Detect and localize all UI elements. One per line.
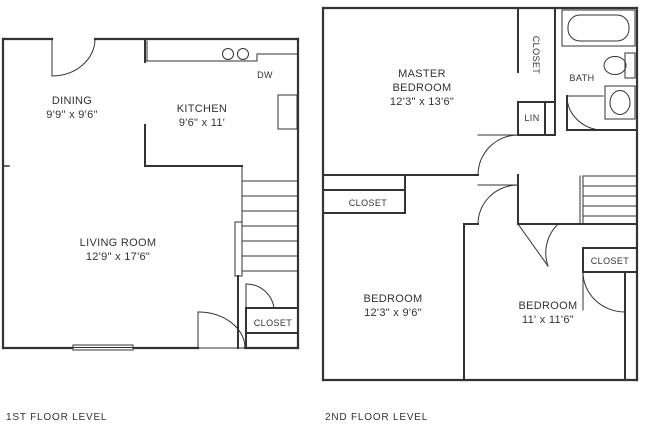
refrigerator-icon xyxy=(277,94,298,130)
bedroom-1-size: 12'3" x 9'6" xyxy=(364,307,422,319)
living-room-size: 12'9" x 17'6" xyxy=(86,251,150,263)
dishwasher-label: DW xyxy=(257,70,273,80)
toilet-icon xyxy=(603,52,636,79)
linen-closet-label: LIN xyxy=(524,113,539,123)
master-closet-walls xyxy=(517,7,556,136)
second-floor-exterior-walls xyxy=(321,6,639,382)
kitchen-size: 9'6" x 11' xyxy=(179,117,225,129)
bedroom-doors xyxy=(477,184,559,267)
sink-icon xyxy=(604,85,636,120)
master-closet-label: CLOSET xyxy=(531,36,541,75)
right-closet-door xyxy=(582,271,626,313)
dining-size: 9'9" x 9'6" xyxy=(46,109,97,121)
first-floor-closet-label: CLOSET xyxy=(254,318,293,328)
master-bedroom-walls xyxy=(322,7,556,186)
master-door xyxy=(477,134,519,176)
bedroom-walls xyxy=(463,184,581,381)
bedroom-1-label: BEDROOM xyxy=(364,293,423,305)
first-floor-plan xyxy=(1,37,300,351)
closet-door xyxy=(245,283,275,309)
bath-label: BATH xyxy=(570,73,595,83)
first-floor-level-label: 1ST FLOOR LEVEL xyxy=(6,412,107,423)
bedroom-2-label: BEDROOM xyxy=(519,300,578,312)
first-floor-exterior-walls xyxy=(1,37,300,350)
right-closet-label: CLOSET xyxy=(591,256,630,266)
master-bedroom-size: 12'3" x 13'6" xyxy=(390,96,454,108)
second-floor-level-label: 2ND FLOOR LEVEL xyxy=(325,412,428,423)
bedroom-2-size: 11' x 11'6" xyxy=(522,314,574,326)
master-bedroom-label-line2: BEDROOM xyxy=(393,82,452,94)
kitchen-label: KITCHEN xyxy=(177,103,227,115)
dining-label: DINING xyxy=(52,95,92,107)
bathtub-icon xyxy=(561,9,636,47)
master-bedroom-label-line1: MASTER xyxy=(398,68,446,80)
front-door xyxy=(197,311,246,349)
second-floor-plan xyxy=(321,6,639,382)
living-room-label: LIVING ROOM xyxy=(80,237,157,249)
right-closet-walls xyxy=(579,223,638,381)
hall-closet-label: CLOSET xyxy=(349,198,388,208)
kitchen-walls xyxy=(144,38,243,167)
first-floor-closet-walls xyxy=(237,275,299,349)
bath-walls xyxy=(566,95,638,131)
bath-door xyxy=(566,95,604,131)
hall-closet-walls xyxy=(322,174,406,214)
stove-icon xyxy=(222,48,249,60)
dining-door xyxy=(51,38,96,77)
first-floor-stairs xyxy=(234,165,299,277)
kitchen-counter xyxy=(144,40,299,62)
second-floor-stairs xyxy=(579,175,638,225)
sliding-glass-door xyxy=(72,344,134,351)
